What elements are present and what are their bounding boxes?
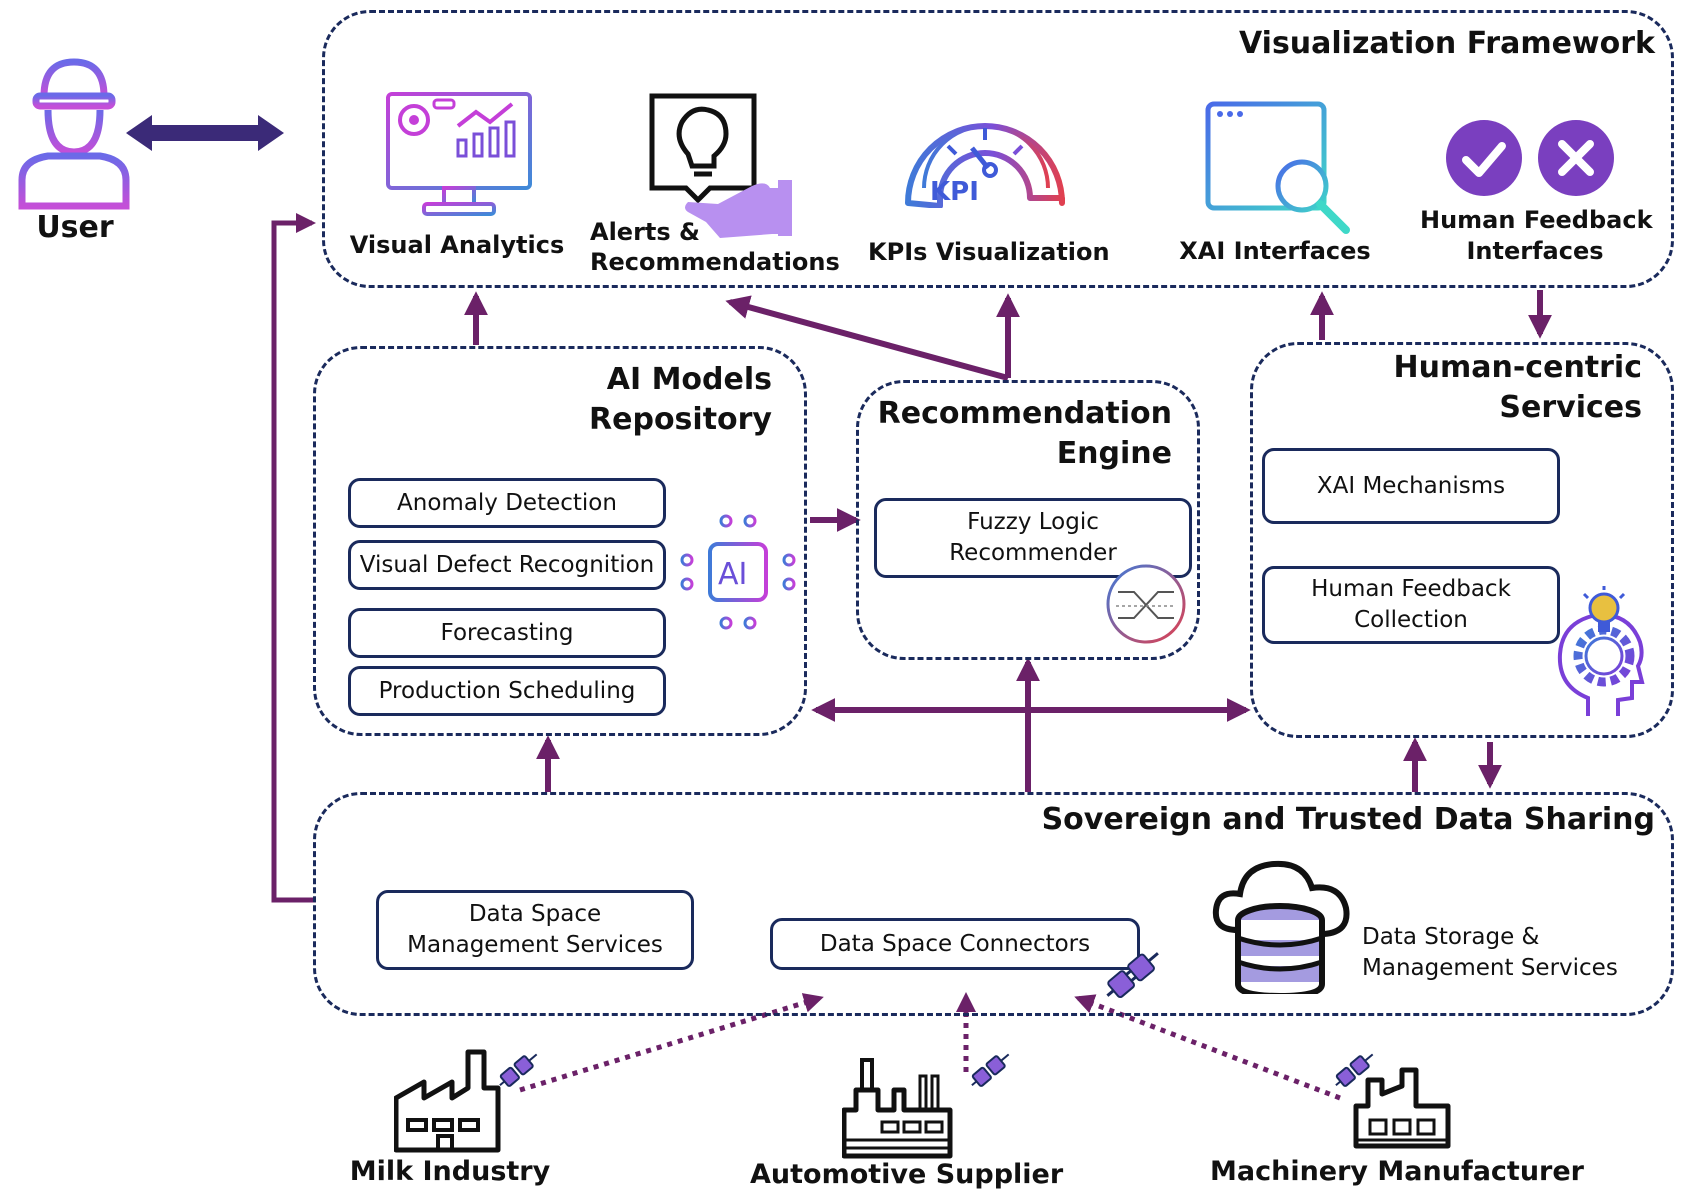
human-feedback-interfaces-line1[interactable]: Human Feedback [1420, 206, 1653, 234]
recommendation-engine-panel [856, 380, 1200, 660]
cross-icon [1538, 120, 1614, 196]
milk-industry-plug-icon [499, 1053, 538, 1087]
fuzzy-logic-icon [1106, 564, 1186, 644]
automotive-supplier-factory-icon [842, 1058, 953, 1159]
xai-mechanisms[interactable]: XAI Mechanisms [1262, 448, 1560, 524]
kpis-visualization-label[interactable]: KPIs Visualization [868, 238, 1110, 266]
visual-analytics-label[interactable]: Visual Analytics [349, 231, 565, 259]
feedback-collection-line2: Collection [1354, 607, 1468, 633]
user-double-arrow [126, 115, 284, 151]
ai-model-visual-defect-recognition[interactable]: Visual Defect Recognition [348, 540, 666, 590]
recommendation-engine-title-line1: Recommendation [877, 396, 1172, 431]
xai-table-magnifier-icon [1205, 101, 1350, 234]
fuzzy-logic-line1: Fuzzy Logic [967, 509, 1099, 535]
ai-chip-text: AI [718, 557, 747, 592]
connector-plug-icon [1106, 952, 1159, 999]
visualization-framework-title: Visualization Framework [1238, 26, 1655, 61]
alerts-label-line2[interactable]: Recommendations [590, 248, 840, 276]
alerts-label-line1[interactable]: Alerts & [590, 218, 700, 246]
human-centric-title-line1: Human-centric [1393, 350, 1642, 385]
human-centric-services-panel [1250, 342, 1674, 738]
milk-industry-label: Milk Industry [349, 1156, 551, 1187]
recommendation-engine-title-line2: Engine [1056, 436, 1172, 471]
machinery-manufacturer-factory-icon [1353, 1067, 1451, 1149]
ai-model-forecasting[interactable]: Forecasting [348, 608, 666, 658]
ai-models-repository-title: AI Models Repository [589, 362, 772, 437]
fuzzy-logic-line2: Recommender [949, 540, 1117, 566]
ai-models-repository-panel [313, 346, 807, 736]
check-icon [1446, 120, 1522, 196]
kpi-icon-text: KPI [930, 177, 979, 207]
ai-chip-icon: AI [680, 514, 796, 630]
feedback-collection-line1: Human Feedback [1311, 576, 1511, 602]
fuzzy-logic-recommender[interactable]: Fuzzy Logic Recommender [874, 498, 1192, 578]
data-sharing-panel [313, 792, 1674, 1016]
human-feedback-collection[interactable]: Human Feedback Collection [1262, 566, 1560, 644]
visual-analytics-icon [386, 92, 532, 216]
machinery-manufacturer-plug-icon [1335, 1053, 1374, 1087]
mgmt-line2: Management Services [407, 932, 663, 958]
milk-industry-factory-icon [394, 1049, 501, 1153]
automotive-supplier-label: Automotive Supplier [750, 1159, 1064, 1190]
data-storage-line2[interactable]: Management Services [1362, 955, 1618, 981]
data-to-visualization-loop [271, 213, 316, 903]
human-centric-title-line2: Services [1499, 390, 1642, 425]
data-space-management-services[interactable]: Data Space Management Services [376, 890, 694, 970]
cloud-database-icon [1212, 860, 1350, 994]
data-sharing-title: Sovereign and Trusted Data Sharing [1041, 802, 1655, 837]
ai-model-production-scheduling[interactable]: Production Scheduling [348, 666, 666, 716]
user-worker-icon [18, 58, 130, 210]
user-label: User [36, 210, 114, 245]
head-gear-bulb-icon [1557, 586, 1645, 716]
automotive-supplier-plug-icon [971, 1053, 1010, 1087]
machinery-manufacturer-label: Machinery Manufacturer [1210, 1156, 1584, 1187]
alerts-lightbulb-icon [649, 93, 792, 238]
visualization-framework-panel [322, 10, 1674, 288]
human-feedback-interfaces-line2[interactable]: Interfaces [1466, 237, 1604, 265]
mgmt-line1: Data Space [468, 901, 602, 927]
kpi-gauge-icon: KPI [905, 123, 1065, 208]
data-space-connectors[interactable]: Data Space Connectors [770, 918, 1140, 970]
xai-interfaces-label[interactable]: XAI Interfaces [1179, 237, 1371, 265]
ai-model-anomaly-detection[interactable]: Anomaly Detection [348, 478, 666, 528]
data-storage-line1[interactable]: Data Storage & [1362, 924, 1540, 950]
